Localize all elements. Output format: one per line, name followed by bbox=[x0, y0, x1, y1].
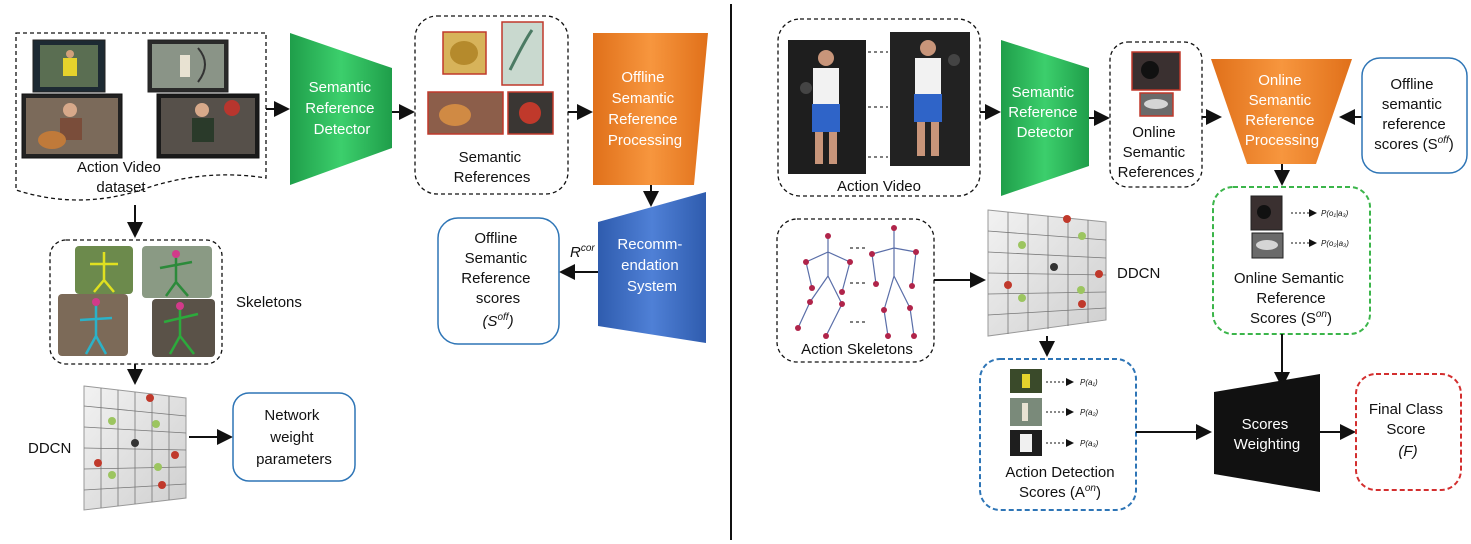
offline-scores-input-label: Offline semantic reference bbox=[1382, 76, 1446, 133]
action-detection-scores-symbol: Scores (Aon) bbox=[1019, 483, 1101, 501]
object-thumbnail-icon bbox=[1251, 232, 1284, 259]
prob-a1-label: P(a₁) bbox=[1080, 378, 1098, 387]
object-thumbnail-icon bbox=[442, 31, 487, 75]
action-skeletons-box bbox=[776, 218, 935, 363]
video-thumbnail-icon bbox=[1010, 369, 1042, 393]
online-scores-label: Online Semantic Reference bbox=[1234, 270, 1348, 307]
video-thumbnail-icon bbox=[1010, 430, 1042, 456]
semantic-references-label: Semantic References bbox=[454, 149, 531, 186]
skeletons-label: Skeletons bbox=[236, 294, 302, 311]
video-thumbnail-icon bbox=[21, 93, 123, 159]
scores-weighting-label: Scores Weighting bbox=[1234, 416, 1300, 453]
prob-a2-label: P(a₂) bbox=[1080, 408, 1099, 417]
offline-scores-symbol: (Soff) bbox=[482, 312, 513, 330]
video-dataset-box bbox=[15, 32, 267, 201]
skeleton-icon bbox=[142, 246, 212, 298]
semantic-reference-detector bbox=[290, 33, 392, 185]
video-thumbnail-icon bbox=[147, 39, 229, 93]
r-cor-label: Rcor bbox=[570, 243, 595, 261]
online-references-label: Online Semantic References bbox=[1118, 124, 1195, 181]
recommendation-system-label: Recomm- endation System bbox=[617, 236, 686, 295]
offline-processing-label: Offline Semantic Reference Processing bbox=[608, 69, 682, 149]
prob-a3-label: P(a₃) bbox=[1080, 439, 1099, 448]
object-thumbnail-icon bbox=[1139, 92, 1174, 117]
recommendation-system bbox=[598, 192, 706, 343]
video-thumbnail-icon bbox=[1010, 398, 1042, 426]
prob-o1-label: P(o₁|a₃) bbox=[1321, 209, 1349, 218]
offline-scores-input-box bbox=[1361, 57, 1468, 174]
semantic-reference-detector-online bbox=[1001, 40, 1089, 196]
detector-online-label: Semantic Reference Detector bbox=[1008, 84, 1081, 141]
skeleton-joints bbox=[795, 225, 919, 339]
online-scores-box bbox=[1212, 186, 1371, 335]
prob-o2-label: P(o₂|a₃) bbox=[1321, 239, 1349, 248]
final-class-score-box bbox=[1355, 373, 1462, 491]
detector-label: Semantic Reference Detector bbox=[305, 79, 378, 138]
final-class-score-label: Final Class Score (F) bbox=[1369, 401, 1447, 460]
online-scores-symbol: Scores (Son) bbox=[1250, 309, 1332, 327]
semantic-references-box bbox=[414, 15, 569, 195]
offline-scores-input-symbol: scores (Soff) bbox=[1374, 135, 1453, 153]
action-skeletons-label: Action Skeletons bbox=[801, 341, 913, 358]
action-detection-scores-label: Action Detection bbox=[1005, 464, 1114, 481]
scores-weighting bbox=[1214, 374, 1320, 492]
online-references-box bbox=[1109, 41, 1203, 188]
ddcn-label: DDCN bbox=[28, 440, 71, 457]
offline-scores-label: Offline Semantic Reference scores bbox=[461, 230, 534, 307]
video-thumbnail-icon bbox=[32, 39, 106, 93]
action-video-label: Action Video bbox=[837, 178, 921, 195]
object-thumbnail-icon bbox=[1250, 195, 1283, 231]
object-thumbnail-icon bbox=[1131, 51, 1181, 91]
online-processing-label: Online Semantic Reference Processing bbox=[1245, 72, 1319, 149]
action-video-box bbox=[777, 18, 981, 197]
object-thumbnail-icon bbox=[501, 21, 544, 86]
offline-semantic-reference-processing bbox=[593, 33, 708, 185]
ddcn-grid-icon bbox=[83, 385, 187, 511]
video-thumbnail-icon bbox=[890, 32, 970, 166]
ddcn-grid-icon bbox=[987, 209, 1107, 337]
network-weights-label: Network weight parameters bbox=[256, 407, 332, 468]
online-semantic-reference-processing bbox=[1211, 59, 1352, 164]
frame-ellipsis bbox=[868, 51, 888, 158]
skeleton-icon bbox=[58, 294, 128, 356]
skeleton-icon bbox=[797, 228, 917, 337]
video-thumbnail-icon bbox=[788, 40, 866, 174]
object-thumbnail-icon bbox=[507, 91, 554, 135]
skeleton-icon bbox=[152, 299, 215, 357]
ddcn-online-label: DDCN bbox=[1117, 265, 1160, 282]
video-thumbnail-icon bbox=[156, 93, 260, 159]
network-weights-box bbox=[232, 392, 356, 482]
skeleton-icon bbox=[75, 246, 133, 294]
object-thumbnail-icon bbox=[427, 91, 504, 135]
offline-scores-box bbox=[437, 217, 560, 345]
skeleton-ellipsis bbox=[850, 247, 868, 323]
video-dataset-label: Action Video dataset bbox=[77, 159, 165, 196]
action-detection-scores-box bbox=[979, 358, 1137, 511]
